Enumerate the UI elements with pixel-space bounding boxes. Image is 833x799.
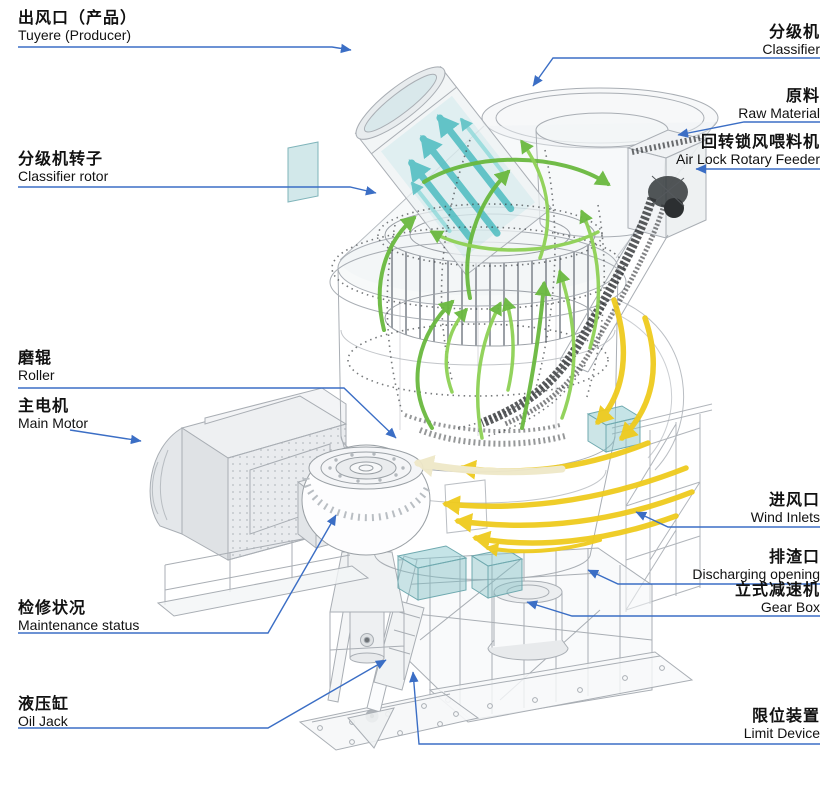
leader-classifier-rotor [18,186,377,196]
yellow-flow-arrows [413,297,695,557]
label-raw-material-en: Raw Material [738,104,820,121]
label-classifier-rotor-zh: 分级机转子 [18,151,104,168]
label-classifier-zh: 分级机 [768,24,820,41]
leader-tuyere [18,43,352,54]
label-air-lock: 回转锁风喂料机 Air Lock Rotary Feeder [676,134,820,167]
leader-raw-material [677,121,820,138]
label-discharging: 排渣口 Discharging opening [692,549,820,582]
label-roller: 磨辊 Roller [18,350,55,383]
label-classifier: 分级机 Classifier [762,24,820,57]
label-roller-zh: 磨辊 [18,350,53,367]
label-discharging-zh: 排渣口 [768,549,820,566]
label-oil-jack: 液压缸 Oil Jack [18,696,69,729]
leader-maintenance [18,514,337,634]
label-roller-en: Roller [18,366,55,383]
green-flow-arrows [377,139,611,440]
leader-roller [18,387,397,439]
leader-gear-box [526,600,820,617]
glass-box-center [396,545,468,601]
label-classifier-en: Classifier [762,40,820,57]
label-tuyere: 出风口（产品） Tuyere (Producer) [18,10,137,43]
label-limit-device-zh: 限位装置 [751,708,820,725]
leader-lines [18,43,820,745]
label-raw-material-zh: 原料 [785,88,820,105]
machine-illustration [149,66,719,751]
label-discharging-en: Discharging opening [692,565,820,582]
raw-material-stream [404,196,667,447]
label-main-motor-en: Main Motor [18,414,89,431]
leader-main-motor [69,429,142,445]
label-air-lock-zh: 回转锁风喂料机 [700,134,820,151]
label-wind-inlets-en: Wind Inlets [750,508,820,525]
label-maintenance: 检修状况 Maintenance status [18,600,139,633]
label-wind-inlets: 进风口 Wind Inlets [751,492,820,525]
label-tuyere-en: Tuyere (Producer) [18,26,132,43]
label-raw-material: 原料 Raw Material [738,88,820,121]
label-tuyere-zh: 出风口（产品） [18,10,138,27]
leader-limit-device [409,671,820,745]
label-gear-box-en: Gear Box [760,598,820,615]
label-gear-box: 立式减速机 Gear Box [735,582,820,615]
jack-foundation-plate [298,691,480,751]
label-gear-box-zh: 立式减速机 [734,582,820,599]
label-air-lock-en: Air Lock Rotary Feeder [676,150,820,167]
label-limit-device-en: Limit Device [743,724,820,741]
cream-flow-arrow [413,454,566,477]
leader-discharging [587,569,820,585]
support-scaffold [611,403,713,612]
label-main-motor: 主电机 Main Motor [18,398,88,431]
label-classifier-rotor-en: Classifier rotor [18,167,109,184]
leader-oil-jack [18,659,387,729]
label-limit-device: 限位装置 Limit Device [744,708,820,741]
leader-classifier [532,57,820,87]
leader-wind-inlets [635,511,820,528]
label-wind-inlets-zh: 进风口 [768,492,820,509]
grinding-roller [301,444,432,556]
label-oil-jack-en: Oil Jack [18,712,68,729]
label-oil-jack-zh: 液压缸 [18,696,70,713]
label-maintenance-en: Maintenance status [18,616,140,633]
label-classifier-rotor: 分级机转子 Classifier rotor [18,151,108,184]
glass-panel-left [287,141,319,203]
rotary-feeder [626,129,708,239]
label-maintenance-zh: 检修状况 [18,600,87,617]
label-main-motor-zh: 主电机 [18,398,70,415]
glass-box-center-2 [470,548,524,599]
